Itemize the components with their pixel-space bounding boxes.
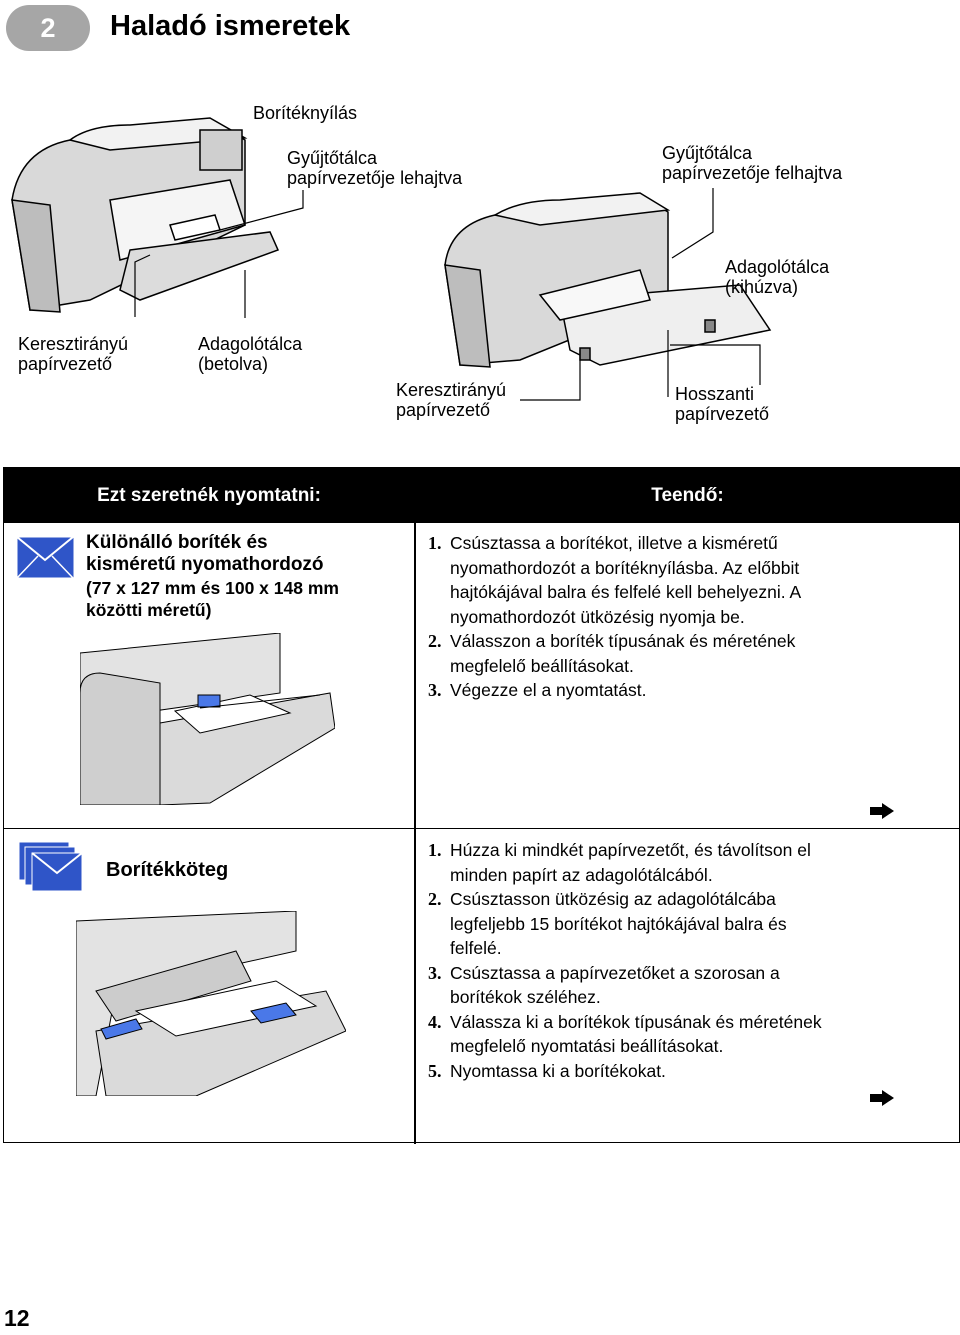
chapter-number-badge: 2 (6, 5, 90, 51)
step-line: megfelelő nyomtatási beállításokat. (450, 1036, 724, 1056)
callout-line: Adagolótálca (198, 334, 303, 354)
step-line: borítékok széléhez. (450, 987, 601, 1007)
step-line: Csúsztassa a papírvezetőket a szorosan a (450, 962, 780, 983)
callout-line: Keresztirányú (396, 380, 507, 400)
callout-length-guide: Hosszanti papírvezető (675, 384, 769, 424)
callout-envelope-slot: Borítéknyílás (253, 103, 358, 123)
callout-output-guide-up: Gyűjtőtálca papírvezetője felhajtva (662, 143, 842, 183)
callout-in-tray-retracted: Adagolótálca (betolva) (198, 334, 302, 374)
step-line: legfeljebb 15 borítékot hajtókájával bal… (450, 913, 787, 934)
row2-step-5: 5. Nyomtassa ki a borítékokat. (428, 1059, 822, 1084)
row2-step-4: 4. Válassza ki a borítékok típusának és … (428, 1010, 822, 1059)
callout-line: (betolva) (198, 354, 269, 374)
printer-envelope-stack-illustration (76, 911, 346, 1096)
callout-in-tray-extended: Adagolótálca (kihúzva) (725, 257, 829, 297)
row2-title: Borítékköteg (106, 859, 229, 881)
envelope-icon (16, 536, 75, 579)
step-text: Válassza ki a borítékok típusának és mér… (450, 1010, 822, 1059)
step-line: felfelé. (450, 938, 502, 958)
row1-title-line: kisméretű nyomathordozó (86, 554, 324, 575)
step-line: minden papírt az adagolótálcából. (450, 864, 713, 885)
step-number: 1. (428, 840, 442, 860)
row1-title-line: Különálló boríték és (86, 532, 268, 553)
printer-left-illustration (11, 117, 280, 313)
column-header-action: Teendő: (416, 468, 959, 523)
step-line: hajtókájával balra és felfelé kell behel… (450, 582, 802, 602)
step-text: Csúsztasson ütközésig az adagolótálcába … (450, 887, 787, 961)
continue-arrow-icon (870, 803, 894, 819)
chapter-title: Haladó ismeretek (110, 10, 351, 42)
step-line: nyomathordozót ütközésig nyomja be. (450, 606, 745, 627)
callout-width-guide-left: Keresztirányú papírvezető (18, 334, 128, 374)
step-line: nyomathordozót a borítéknyílásba. Az elő… (450, 557, 800, 578)
step-number: 5. (428, 1060, 442, 1081)
step-number: 1. (428, 533, 442, 553)
step-line: megfelelő beállításokat. (450, 655, 634, 676)
step-text: Válasszon a boríték típusának és méretén… (450, 629, 795, 678)
printer-right-illustration (444, 192, 772, 368)
callout-line: Gyűjtőtálca (662, 143, 753, 163)
row1-subtitle-line: (77 x 127 mm és 100 x 148 mm (86, 578, 339, 598)
row1-step-3: 3. Végezze el a nyomtatást. (428, 678, 801, 703)
callout-line: papírvezetője felhajtva (662, 163, 843, 183)
column-header-print: Ezt szeretnék nyomtatni: (4, 468, 414, 523)
step-number: 4. (428, 1011, 442, 1032)
row1-step-2: 2. Válasszon a boríték típusának és mére… (428, 629, 801, 678)
row1-subtitle-line: közötti méretű) (86, 600, 212, 620)
step-line: Nyomtassa ki a borítékokat. (450, 1060, 666, 1081)
callout-line: Hosszanti (675, 384, 755, 404)
row1-subtitle: (77 x 127 mm és 100 x 148 mm közötti mér… (86, 577, 339, 621)
step-number: 3. (428, 962, 442, 983)
step-number: 2. (428, 631, 442, 651)
callout-line: papírvezető (18, 354, 113, 374)
callout-line: papírvezetője lehajtva (287, 168, 463, 188)
callout-line: Gyűjtőtálca (287, 148, 378, 168)
step-number: 2. (428, 889, 442, 909)
step-text: Végezze el a nyomtatást. (450, 678, 647, 703)
step-text: Csúsztassa a borítékot, illetve a kismér… (450, 531, 801, 629)
step-text: Nyomtassa ki a borítékokat. (450, 1059, 666, 1084)
instructions-table: Ezt szeretnék nyomtatni: Teendő: Különál… (3, 467, 960, 1144)
printer-illustrations (11, 117, 772, 401)
row2-step-1: 1. Húzza ki mindkét papírvezetőt, és táv… (428, 838, 822, 887)
step-line: Végezze el a nyomtatást. (450, 680, 647, 700)
envelope-stack-icon (18, 841, 83, 892)
step-line: Válasszon a boríték típusának és méretén… (450, 631, 796, 651)
row-divider (4, 828, 960, 829)
callout-line: Adagolótálca (725, 257, 830, 277)
step-line: Csúsztassa a borítékot, illetve a kismér… (450, 533, 778, 553)
page-number: 12 (4, 1305, 30, 1331)
step-line: Csúsztasson ütközésig az adagolótálcába (450, 889, 776, 909)
step-number: 3. (428, 680, 442, 700)
step-line: Válassza ki a borítékok típusának és mér… (450, 1011, 822, 1032)
callout-line: (kihúzva) (725, 277, 799, 297)
step-text: Csúsztassa a papírvezetőket a szorosan a… (450, 961, 780, 1010)
row1-steps: 1. Csúsztassa a borítékot, illetve a kis… (428, 531, 801, 703)
row2-step-2: 2. Csúsztasson ütközésig az adagolótálcá… (428, 887, 822, 961)
callout-line: Keresztirányú (18, 334, 129, 354)
row2-step-3: 3. Csúsztassa a papírvezetőket a szorosa… (428, 961, 822, 1010)
printer-single-envelope-illustration (80, 633, 335, 805)
callout-width-guide-mid: Keresztirányú papírvezető (396, 380, 506, 420)
column-divider (414, 468, 416, 1144)
row1-step-1: 1. Csúsztassa a borítékot, illetve a kis… (428, 531, 801, 629)
callout-line: papírvezető (675, 404, 770, 424)
step-line: Húzza ki mindkét papírvezetőt, és távolí… (450, 840, 811, 860)
step-text: Húzza ki mindkét papírvezetőt, és távolí… (450, 838, 811, 887)
callout-output-guide-down: Gyűjtőtálca papírvezetője lehajtva (287, 148, 462, 188)
row2-steps: 1. Húzza ki mindkét papírvezetőt, és táv… (428, 838, 822, 1083)
callout-line: papírvezető (396, 400, 491, 420)
continue-arrow-icon (870, 1090, 894, 1106)
row1-title: Különálló boríték és kisméretű nyomathor… (86, 532, 324, 576)
callout-leader-lines (134, 188, 761, 401)
